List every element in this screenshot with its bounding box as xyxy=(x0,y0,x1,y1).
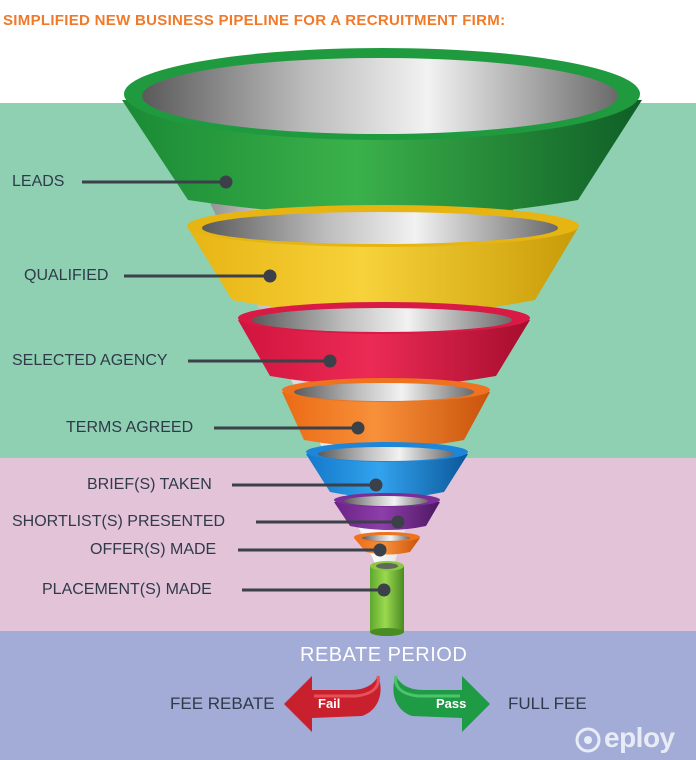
connector-lines xyxy=(82,175,405,597)
full-fee-label: FULL FEE xyxy=(508,694,587,713)
page-title: SIMPLIFIED NEW BUSINESS PIPELINE FOR A R… xyxy=(3,12,506,29)
fail-arrow-icon xyxy=(284,675,381,732)
stage-label-selected-agency: SELECTED AGENCY xyxy=(12,352,168,369)
stage-label-shortlists-presented: SHORTLIST(S) PRESENTED xyxy=(12,513,226,530)
funnel-stage-qualified xyxy=(187,205,579,315)
funnel-stage-leads xyxy=(122,48,642,216)
funnel-stage-selected-agency xyxy=(238,302,530,386)
stage-label-placements-made: PLACEMENT(S) MADE xyxy=(42,581,212,598)
stage-label-qualified: QUALIFIED xyxy=(24,267,109,284)
funnel-stage-shortlists-presented xyxy=(334,493,440,530)
fee-rebate-label: FEE REBATE xyxy=(170,694,275,713)
stage-label-briefs-taken: BRIEF(S) TAKEN xyxy=(87,476,212,493)
funnel-stage-briefs-taken xyxy=(306,442,468,498)
stage-label-leads: LEADS xyxy=(12,173,65,190)
eploy-logo-icon xyxy=(575,727,601,753)
fail-label: Fail xyxy=(318,696,341,711)
pass-label: Pass xyxy=(436,696,467,711)
stage-label-terms-agreed: TERMS AGREED xyxy=(66,419,194,436)
funnel-stage-terms-agreed xyxy=(282,378,490,448)
pass-arrow-icon xyxy=(393,675,490,732)
rebate-period-title: REBATE PERIOD xyxy=(300,644,468,666)
stage-label-offers-made: OFFER(S) MADE xyxy=(90,541,217,558)
eploy-logo: eploy xyxy=(604,722,675,753)
funnel-stage-placements-made xyxy=(370,561,404,636)
